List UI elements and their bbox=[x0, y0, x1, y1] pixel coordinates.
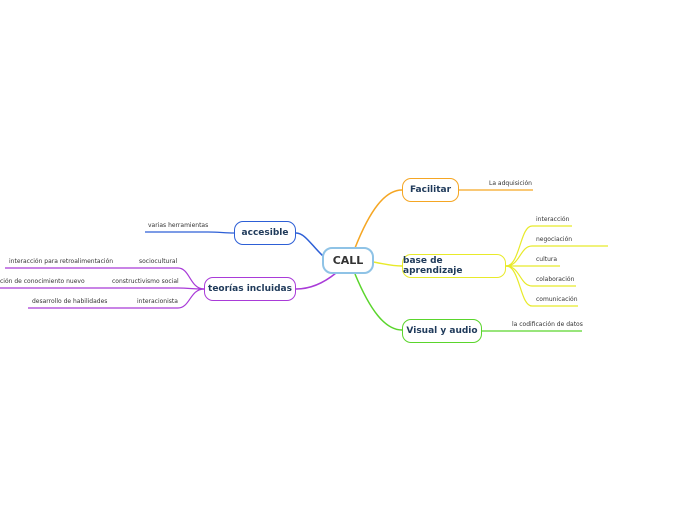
branch-visual-label: Visual y audio bbox=[406, 326, 478, 336]
connector-facilitar bbox=[354, 189, 403, 249]
branch-teorias-label: teorías incluidas bbox=[208, 284, 292, 294]
subleaf-interaccion-retroalimentacion[interactable]: interacción para retroalimentación bbox=[9, 258, 114, 265]
root-node[interactable]: CALL bbox=[322, 247, 374, 274]
leaf-varias-herramientas[interactable]: varias herramientas bbox=[148, 222, 209, 229]
branch-base-de-aprendizaje[interactable]: base de aprendizaje bbox=[402, 254, 506, 278]
leaf-interaccion[interactable]: interacción bbox=[536, 216, 570, 223]
branch-visual-y-audio[interactable]: Visual y audio bbox=[402, 319, 482, 343]
leaf-cultura[interactable]: cultura bbox=[536, 256, 558, 263]
branch-teorias-incluidas[interactable]: teorías incluidas bbox=[204, 277, 296, 301]
leaf-codificacion-de-datos[interactable]: la codificación de datos bbox=[512, 321, 583, 328]
leaf-constructivismo-social[interactable]: constructivismo social bbox=[112, 278, 179, 285]
branch-facilitar[interactable]: Facilitar bbox=[402, 178, 459, 202]
root-label: CALL bbox=[332, 254, 364, 267]
subleaf-conocimiento-nuevo[interactable]: ción de conocimiento nuevo bbox=[0, 278, 85, 285]
branch-accesible[interactable]: accesible bbox=[234, 221, 296, 245]
leaf-line-accesible bbox=[145, 231, 235, 234]
leaf-sociocultural[interactable]: sociocultural bbox=[139, 258, 178, 265]
connector-teorias bbox=[295, 272, 337, 290]
leaf-negociacion[interactable]: negociación bbox=[536, 236, 573, 243]
base-leaf-lines bbox=[505, 225, 608, 307]
branch-facilitar-label: Facilitar bbox=[409, 185, 452, 195]
connector-accesible bbox=[295, 232, 324, 257]
leaf-la-adquisicion[interactable]: La adquisición bbox=[489, 180, 532, 187]
connector-visual bbox=[354, 273, 403, 331]
branch-base-label: base de aprendizaje bbox=[403, 256, 463, 276]
leaf-colaboracion[interactable]: colaboración bbox=[536, 276, 575, 283]
teorias-leaf-lines bbox=[0, 267, 205, 309]
connector-base bbox=[372, 261, 403, 267]
leaf-comunicacion[interactable]: comunicación bbox=[536, 296, 578, 303]
subleaf-desarrollo-habilidades[interactable]: desarrollo de habilidades bbox=[32, 298, 108, 305]
branch-accesible-label: accesible bbox=[241, 228, 289, 238]
leaf-interacionista[interactable]: interacionista bbox=[137, 298, 178, 305]
